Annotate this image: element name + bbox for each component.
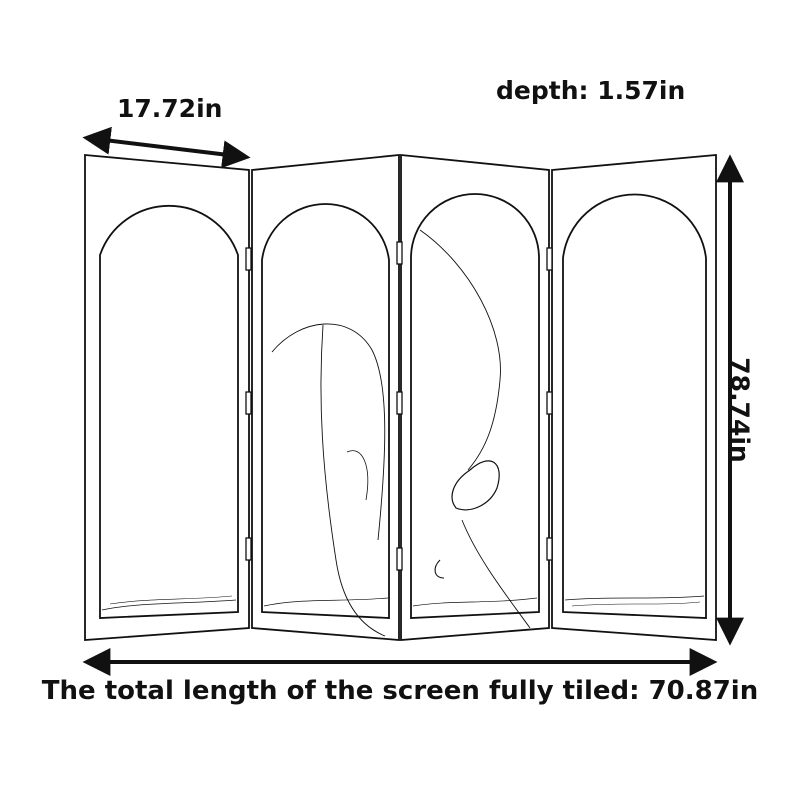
hinges — [245, 241, 553, 571]
hinge — [245, 391, 252, 415]
hinge — [396, 391, 403, 415]
screen-panel-4 — [551, 154, 717, 641]
total-length-label: The total length of the screen fully til… — [41, 676, 759, 706]
hinge — [245, 537, 252, 561]
screen-panel-2 — [251, 154, 400, 641]
hinge — [396, 241, 403, 265]
height-label: 78.74in — [725, 357, 755, 463]
hinge — [546, 391, 553, 415]
hinge — [546, 247, 553, 271]
screen-panel-1 — [84, 154, 250, 641]
panel-width-label: 17.72in — [117, 94, 223, 123]
hinge — [245, 247, 252, 271]
depth-label: depth: 1.57in — [496, 76, 686, 105]
figure-outline-right — [419, 229, 501, 471]
hinge — [396, 547, 403, 571]
hinge — [546, 537, 553, 561]
figure-face — [451, 460, 500, 511]
panel-width-arrow — [82, 126, 251, 169]
figure-outline-left — [271, 323, 386, 541]
screen-panel-3 — [400, 154, 550, 641]
